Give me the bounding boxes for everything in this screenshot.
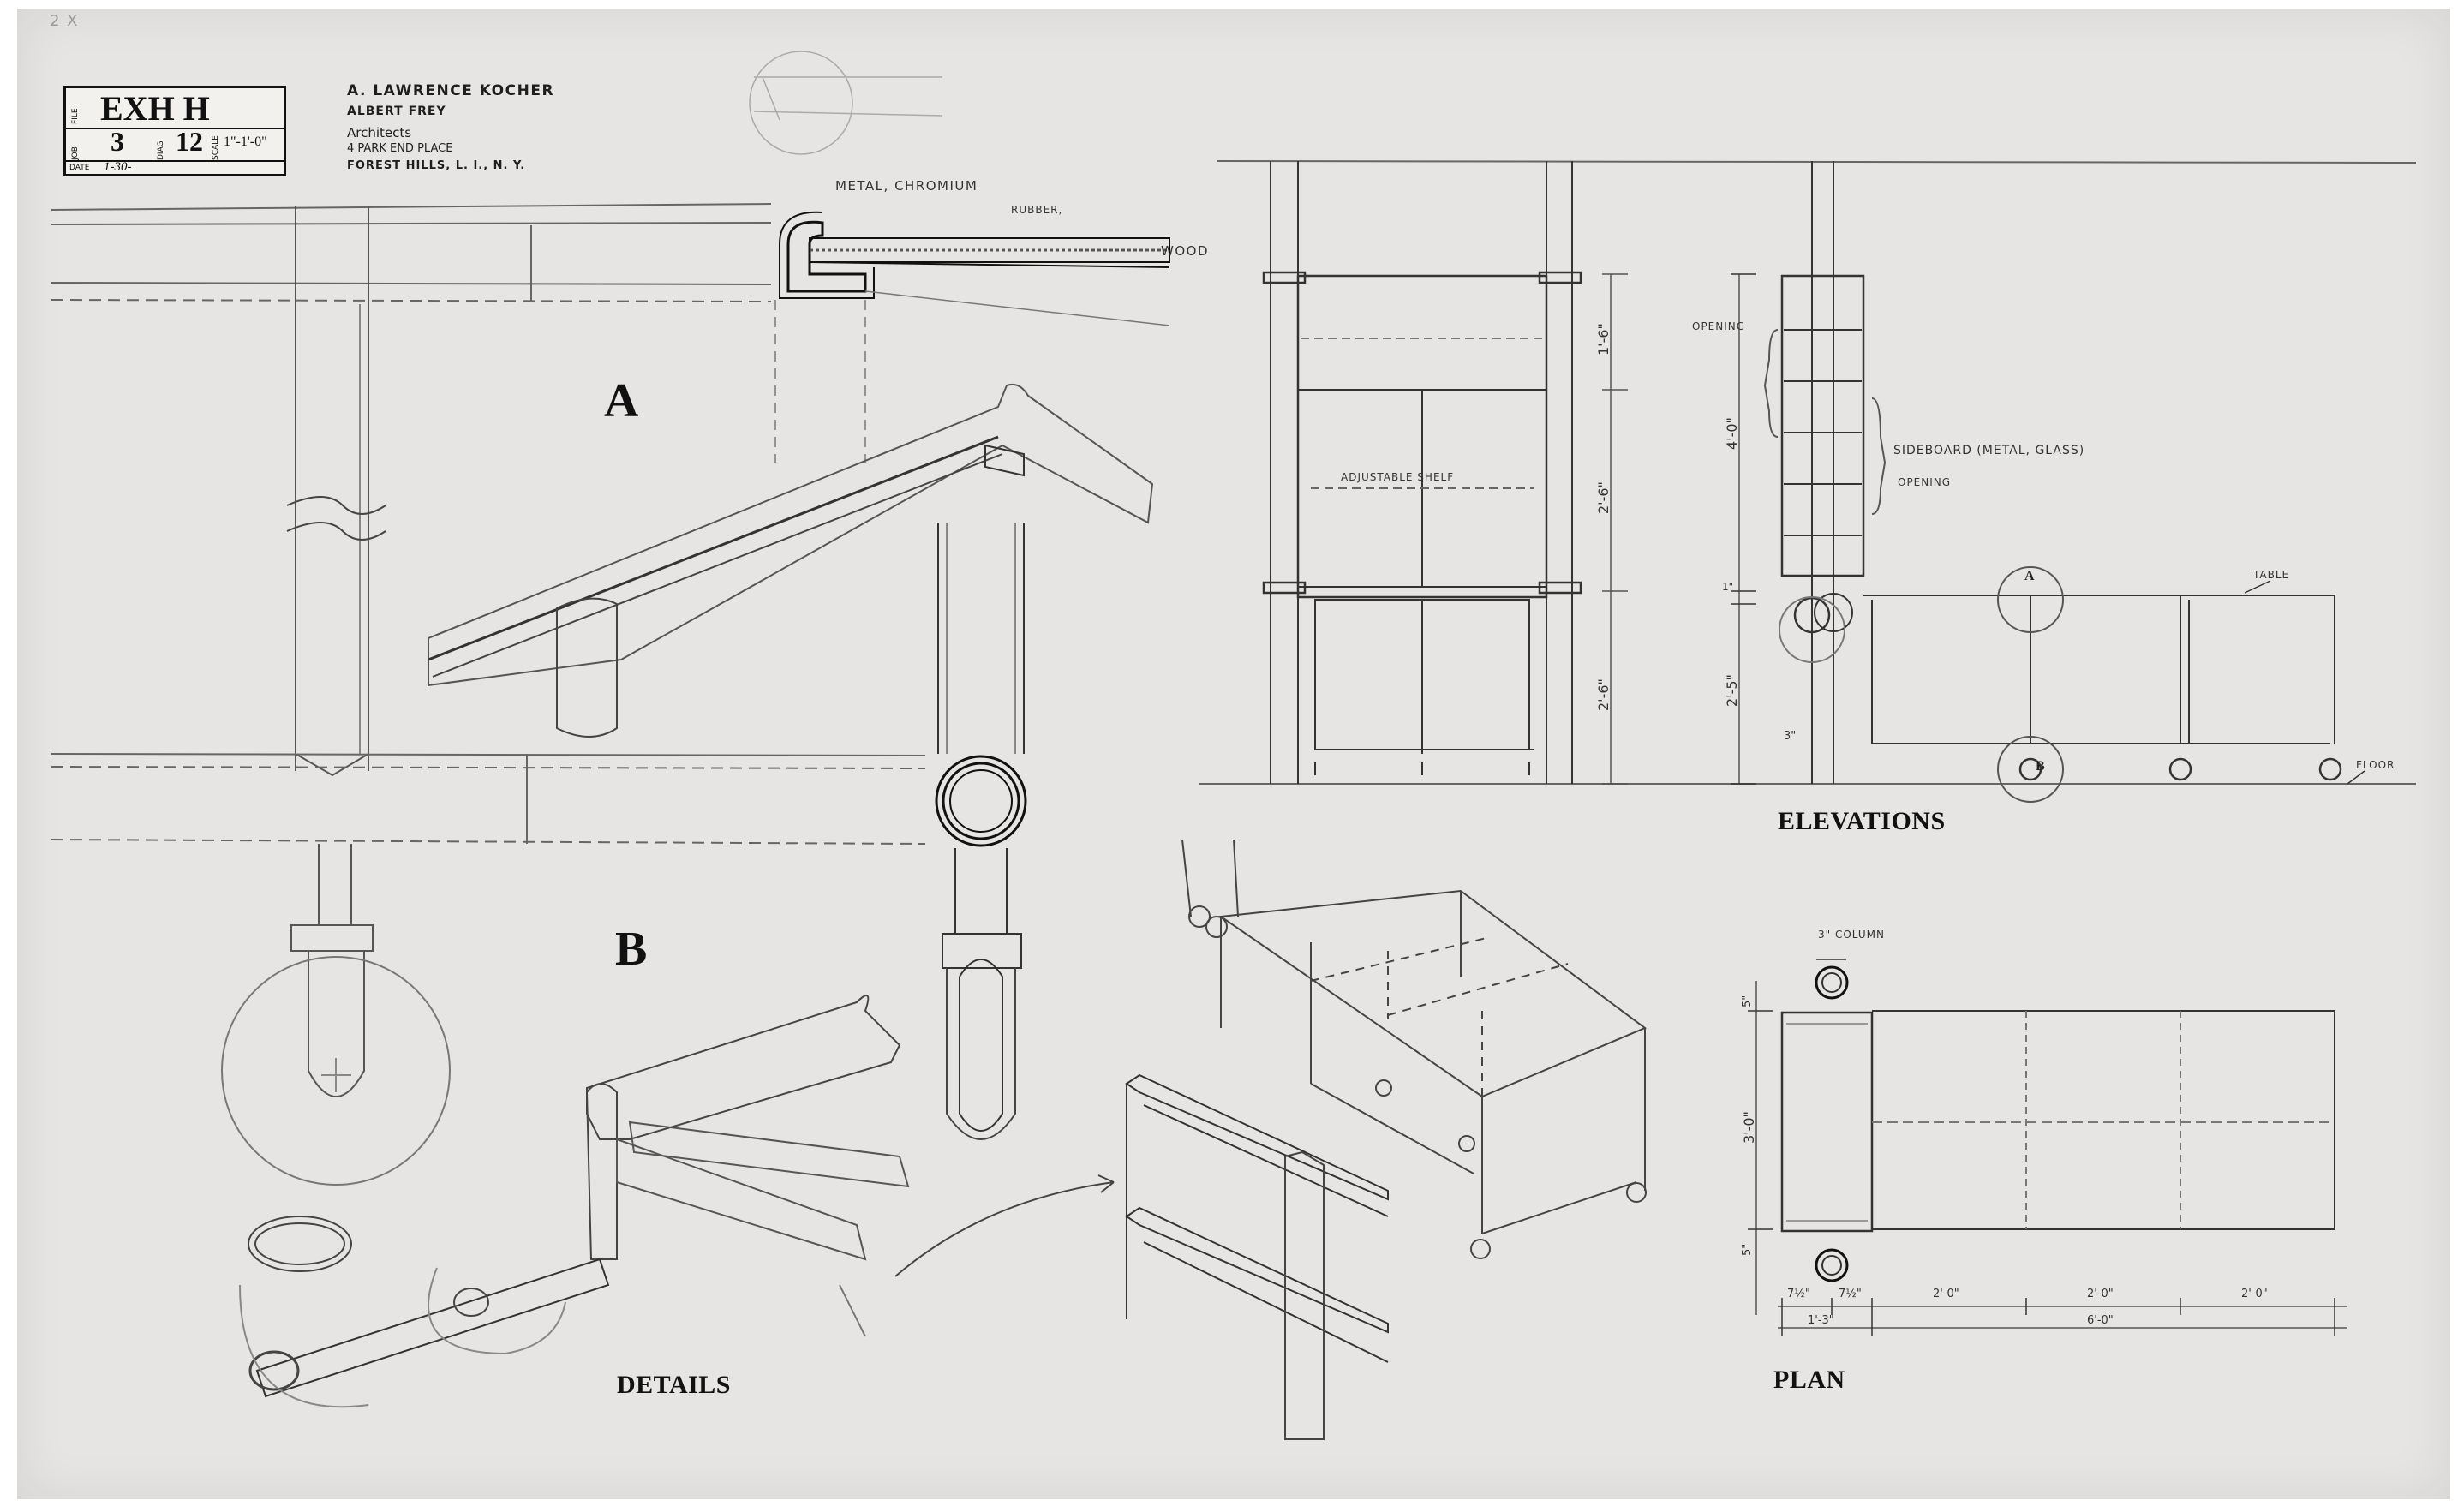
center-column-detail	[935, 523, 1027, 1140]
plan-view	[1748, 959, 2347, 1336]
opening-note-1: OPENING	[1692, 320, 1746, 332]
title-block-stamp: FILE EXH H JOB 3 DIAG 12 SCALE 1"-1'-0" …	[63, 86, 286, 176]
marker-b: B	[2036, 759, 2045, 774]
file-label: FILE	[71, 108, 80, 124]
plan-dim-mid: 3'-0"	[1741, 1111, 1757, 1144]
elevation-sideboard-front	[1262, 161, 1582, 784]
corner-mark: 2 X	[50, 12, 80, 30]
iso-detail-bottom	[1125, 1073, 1389, 1440]
plan-dim-bottom: 5"	[1741, 1243, 1754, 1256]
plan-dim-top: 5"	[1741, 995, 1754, 1007]
plan-dim-total-left: 1'-3"	[1808, 1314, 1834, 1327]
adjustable-shelf-note: ADJUSTABLE SHELF	[1341, 471, 1455, 483]
diagram-number: 12	[176, 126, 203, 157]
date-value: 1-30-	[104, 160, 132, 174]
caster-iso-b	[239, 1216, 610, 1408]
scale-value: 1"-1'-0"	[224, 134, 267, 149]
marker-a: A	[2024, 569, 2035, 583]
job-number: 3	[111, 126, 124, 157]
detail-arrow	[894, 1181, 1115, 1277]
note-metal: METAL, CHROMIUM	[835, 178, 978, 194]
plan-dim-w4: 2'-0"	[2087, 1288, 2114, 1300]
caster-detail-left	[221, 844, 451, 1186]
elev-dim-7: 3"	[1784, 730, 1797, 743]
scale-label: SCALE	[212, 135, 220, 160]
firm-role: Architects	[347, 125, 412, 140]
plan-dim-w3: 2'-0"	[1933, 1288, 1959, 1300]
plan-dim-w2: 7½"	[1839, 1288, 1862, 1300]
detail-a-section	[51, 203, 772, 304]
iso-rail-a	[428, 383, 1154, 738]
elev-dim-2: 2'-6"	[1595, 481, 1612, 514]
vertical-dashed-guides	[774, 300, 866, 463]
details-title: DETAILS	[617, 1371, 731, 1399]
diag-label: DIAG	[157, 140, 165, 160]
elevations-title: ELEVATIONS	[1778, 807, 1946, 835]
elev-dim-5: 2'-5"	[1724, 674, 1740, 707]
floor-note: FLOOR	[2356, 759, 2395, 771]
detail-b-section	[51, 753, 926, 845]
firm-name-1: A. LAWRENCE KOCHER	[347, 82, 555, 99]
table-note: TABLE	[2253, 569, 2290, 581]
job-label: JOB	[71, 146, 80, 160]
exhibit-label: EXH H	[100, 89, 210, 128]
plan-dim-w1: 7½"	[1787, 1288, 1810, 1300]
firm-address-2: FOREST HILLS, L. I., N. Y.	[347, 159, 526, 172]
plan-title: PLAN	[1773, 1366, 1845, 1394]
section-b-label: B	[615, 923, 648, 976]
doodle-sketch	[749, 51, 943, 155]
elevation-top-line	[1199, 160, 2417, 785]
plan-dim-w5: 2'-0"	[2241, 1288, 2268, 1300]
firm-name-2: ALBERT FREY	[347, 105, 446, 118]
rail-section-detail	[779, 211, 1170, 326]
note-rubber: RUBBER,	[1011, 204, 1063, 216]
opening-note-2: OPENING	[1898, 476, 1952, 488]
elev-dim-4: 4'-0"	[1724, 417, 1740, 450]
sideboard-note: SIDEBOARD (METAL, GLASS)	[1893, 444, 2085, 457]
plan-dim-total: 6'-0"	[2087, 1314, 2114, 1327]
elevation-side-view	[1731, 161, 2365, 803]
firm-address-1: 4 PARK END PLACE	[347, 142, 453, 155]
section-a-label: A	[604, 374, 639, 427]
elevation-dims-left	[1602, 273, 1628, 785]
note-wood: WOOD	[1161, 243, 1209, 259]
elev-dim-3: 2'-6"	[1595, 678, 1612, 711]
elev-dim-1: 1'-6"	[1595, 323, 1612, 356]
column-note: 3" COLUMN	[1818, 929, 1885, 941]
date-label: DATE	[69, 164, 90, 172]
elev-dim-6: 1"	[1722, 581, 1734, 593]
iso-rail-b	[585, 995, 910, 1337]
post-detail-left	[286, 206, 386, 777]
iso-table-sketch	[1181, 839, 1648, 1259]
